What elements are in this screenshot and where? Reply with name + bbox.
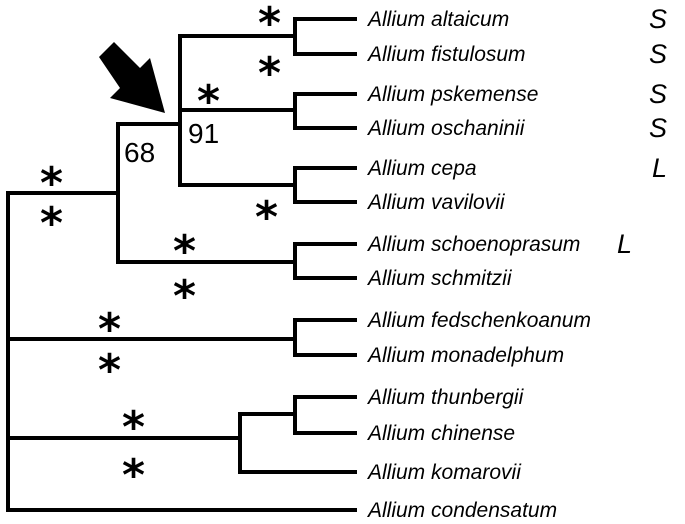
taxon-tag: S [649,4,667,34]
down-right-arrow-icon [99,42,165,113]
taxon-label: Allium pskemense [366,83,538,106]
taxon-labels: Allium altaicum Allium fistulosum Allium… [366,8,591,522]
taxon-tag: S [649,113,667,143]
star-icon: * [122,450,145,501]
taxon-tag: S [649,39,667,69]
taxon-label: Allium fedschenkoanum [366,309,591,332]
star-icon: * [122,402,145,453]
taxon-label: Allium oschaninii [366,117,526,140]
taxon-label: Allium condensatum [366,499,557,522]
support-value-91: 91 [188,118,219,149]
star-icon: * [258,48,281,99]
taxon-label: Allium schoenoprasum [366,233,580,256]
taxon-label: Allium monadelphum [366,344,564,367]
star-icon: * [173,226,196,277]
tree-branches [6,17,357,512]
star-icon: * [98,345,121,396]
taxon-label: Allium fistulosum [366,43,526,66]
star-icon: * [40,158,63,209]
taxon-label: Allium vavilovii [366,191,506,214]
taxon-label: Allium schmitzii [366,267,513,290]
star-icon: * [40,198,63,249]
taxon-label: Allium thunbergii [366,386,525,409]
taxon-label: Allium altaicum [366,8,509,31]
support-stars: * * * * * * * * * * * * [40,0,281,501]
taxon-label: Allium cepa [366,157,477,180]
taxon-label: Allium chinense [366,422,515,445]
star-icon: * [98,304,121,355]
taxon-tags: S S S S L L [617,4,667,259]
taxon-tag: L [652,153,667,183]
star-icon: * [173,271,196,322]
support-value-68: 68 [124,137,155,168]
star-icon: * [197,76,220,127]
taxon-tag: S [649,79,667,109]
star-icon: * [258,0,281,49]
star-icon: * [255,192,278,243]
taxon-tag: L [617,229,632,259]
taxon-label: Allium komarovii [366,461,522,484]
